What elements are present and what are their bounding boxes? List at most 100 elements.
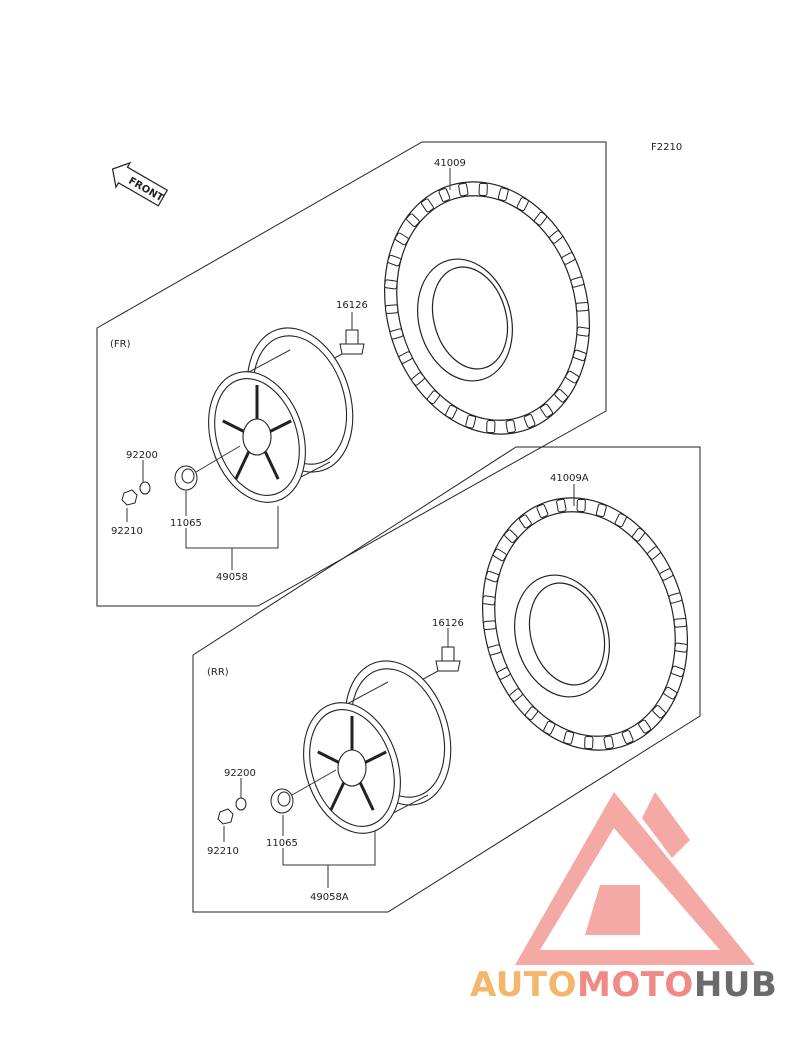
tread-block <box>668 592 683 604</box>
tread-block <box>406 213 420 227</box>
tread-block <box>563 730 575 745</box>
front-tyre <box>384 181 590 435</box>
tread-block <box>485 570 500 583</box>
tread-block <box>670 665 685 678</box>
figure-code: F2210 <box>651 142 682 153</box>
tread-block <box>504 529 518 543</box>
front-valve-part-number: 16126 <box>336 300 368 311</box>
front-wheel-spokes <box>222 385 292 480</box>
wheel-spoke <box>364 750 387 764</box>
front-section: (FR) <box>96 141 607 607</box>
tread-block <box>421 198 434 213</box>
tread-block <box>536 504 549 518</box>
rear-wheel-rim <box>303 660 452 834</box>
tread-block <box>387 254 402 267</box>
watermark-hub: HUB <box>694 965 777 1005</box>
tread-block <box>487 644 502 656</box>
wheel-spoke <box>317 750 340 764</box>
tread-block <box>556 498 567 513</box>
tread-block <box>486 420 496 434</box>
tread-block <box>458 182 469 197</box>
front-tyre-part-number: 41009 <box>434 158 466 169</box>
watermark-logo <box>515 792 755 965</box>
tread-block <box>384 279 398 290</box>
tread-block <box>385 304 399 314</box>
tread-block <box>540 403 553 418</box>
tread-block <box>584 736 594 750</box>
front-washer-part-number: 92200 <box>126 450 158 461</box>
tread-block <box>652 705 666 719</box>
tread-block <box>519 514 532 529</box>
tread-block <box>445 404 458 419</box>
tread-block <box>603 735 614 750</box>
wheel-spoke <box>358 781 375 811</box>
tread-block <box>438 188 451 202</box>
tread-block <box>576 326 590 337</box>
tread-block <box>426 390 441 405</box>
tread-block <box>465 414 477 429</box>
rear-nut <box>217 808 234 825</box>
wheel-spoke <box>269 419 292 433</box>
tread-block <box>663 686 678 700</box>
tread-block <box>570 276 585 288</box>
tread-block <box>516 197 529 212</box>
tread-block <box>505 419 516 434</box>
rear-tyre-tread <box>482 498 688 750</box>
tread-block <box>389 328 404 340</box>
tread-block <box>398 351 413 364</box>
front-wheel-part-number: 49058 <box>216 572 248 583</box>
watermark-auto: AUTO <box>470 965 577 1005</box>
wheel-spoke <box>222 419 245 433</box>
watermark-moto: MOTO <box>577 965 694 1005</box>
rear-cap-part-number: 11065 <box>266 838 298 849</box>
tread-block <box>411 372 425 386</box>
front-nut <box>121 489 138 506</box>
wheel-spoke <box>329 781 346 811</box>
tread-block <box>621 730 634 744</box>
rear-valve <box>415 634 461 684</box>
tread-block <box>565 370 580 384</box>
rear-section: (RR) <box>192 446 701 913</box>
tread-block <box>543 720 556 735</box>
tread-block <box>496 667 511 680</box>
tread-block <box>549 230 563 244</box>
tread-block <box>674 642 688 653</box>
tread-block <box>575 302 589 312</box>
tread-block <box>497 187 509 202</box>
tread-block <box>554 389 568 403</box>
tread-block <box>482 595 496 606</box>
tread-block <box>483 620 497 630</box>
rear-section-frame <box>192 446 701 913</box>
front-hub-cap <box>174 465 198 491</box>
tread-block <box>614 513 627 528</box>
front-valve <box>319 320 365 367</box>
front-section-label: (FR) <box>110 339 131 350</box>
tread-block <box>523 414 536 428</box>
watermark-triangle-icon <box>515 792 755 965</box>
rear-wheel-spokes <box>317 716 387 811</box>
wheel-spoke <box>234 450 251 480</box>
rear-washer-part-number: 92200 <box>224 768 256 779</box>
rear-nut-part-number: 92210 <box>207 846 239 857</box>
rear-washer <box>235 797 247 811</box>
front-nut-part-number: 92210 <box>111 526 143 537</box>
tread-block <box>638 719 651 734</box>
tread-block <box>533 211 548 226</box>
front-washer <box>139 481 151 495</box>
rear-tyre <box>482 497 688 751</box>
front-cap-part-number: 11065 <box>170 518 202 529</box>
front-wheel-rim <box>208 327 354 503</box>
tread-block <box>524 706 539 721</box>
watermark-wordmark: AUTOMOTOHUB <box>470 965 777 1005</box>
rear-valve-part-number: 16126 <box>432 618 464 629</box>
tread-block <box>478 182 488 196</box>
tread-block <box>673 618 687 628</box>
rear-wheel-part-number: 49058A <box>310 892 349 903</box>
front-tyre-tread <box>384 182 590 434</box>
rear-hub-cap <box>270 788 294 814</box>
tread-block <box>631 527 646 542</box>
rear-tyre-part-number: 41009A <box>550 473 589 484</box>
rear-section-label: (RR) <box>207 667 229 678</box>
front-direction-arrow: FRONT <box>111 161 169 207</box>
